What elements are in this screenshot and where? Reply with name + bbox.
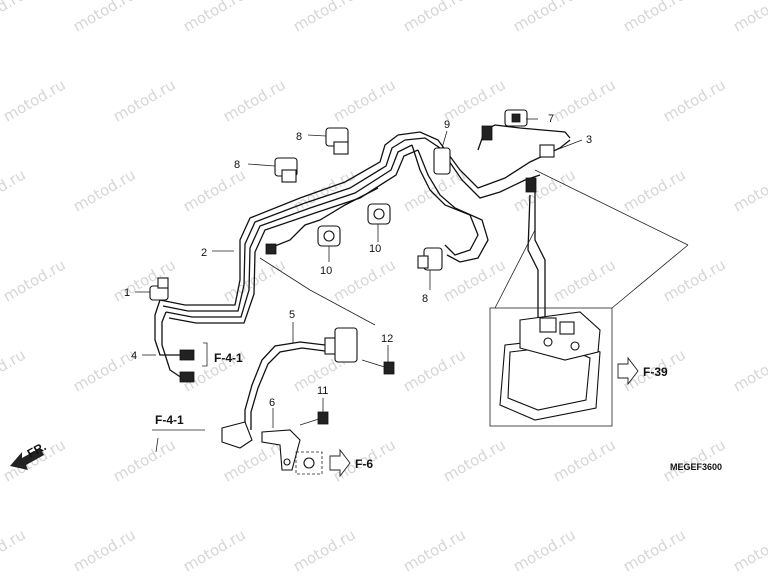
bolt-12: [361, 359, 395, 375]
callout-1: 1: [124, 287, 130, 299]
grommet-10-right: [367, 203, 391, 225]
ref-f-39: F-39: [643, 365, 668, 379]
modulator-leader-lines: [494, 169, 689, 309]
pipe-end-fittings: [179, 125, 537, 383]
callout-12: 12: [381, 333, 393, 345]
bolt-11: [299, 411, 329, 426]
clamp-8-left: [274, 157, 298, 183]
abs-modulator: [489, 307, 613, 427]
callout-4: 4: [131, 350, 137, 362]
callout-2: 2: [201, 247, 207, 259]
ref-f-4-1-lower: F-4-1: [155, 413, 184, 427]
callout-11: 11: [317, 385, 328, 397]
brake-hose-5: [221, 327, 358, 449]
ref-f-4-1-upper: F-4-1: [214, 351, 243, 365]
arrow-f-39: [617, 356, 639, 386]
fr-arrow-icon: [10, 448, 44, 470]
callout-6: 6: [269, 397, 275, 409]
arrow-f-6: [329, 448, 351, 478]
stay-6: [261, 429, 301, 471]
clip-7: [504, 109, 528, 127]
callout-7: 7: [548, 113, 554, 125]
reference-labels: F-4-1 F-4-1 F-39 F-6 FR. MEGEF3600: [10, 342, 722, 478]
callout-8-left: 8: [234, 159, 240, 171]
callout-3: 3: [586, 134, 592, 146]
callout-numbers: 1 2 3 4 5 6 7 8 8 8 9 10 10 11 12: [124, 113, 592, 409]
clamp-8-top: [325, 127, 349, 155]
joint-9: [433, 147, 451, 175]
grommet-10-left: [317, 225, 341, 247]
callout-9: 9: [444, 119, 450, 131]
callout-10-right: 10: [369, 243, 381, 255]
joint-3: [539, 144, 555, 158]
diagram-code: MEGEF3600: [670, 462, 722, 472]
callout-5: 5: [289, 309, 295, 321]
clamp-8-right: [417, 247, 443, 271]
callout-leaders: [135, 118, 583, 428]
callout-10-left: 10: [320, 265, 332, 277]
brake-pipe-bundle: [154, 124, 571, 379]
dashed-box-f6: [295, 451, 323, 475]
ref-f-6: F-6: [355, 457, 373, 471]
callout-8-top: 8: [296, 131, 302, 143]
clamp-1: [149, 277, 169, 301]
callout-8-right: 8: [422, 293, 428, 305]
